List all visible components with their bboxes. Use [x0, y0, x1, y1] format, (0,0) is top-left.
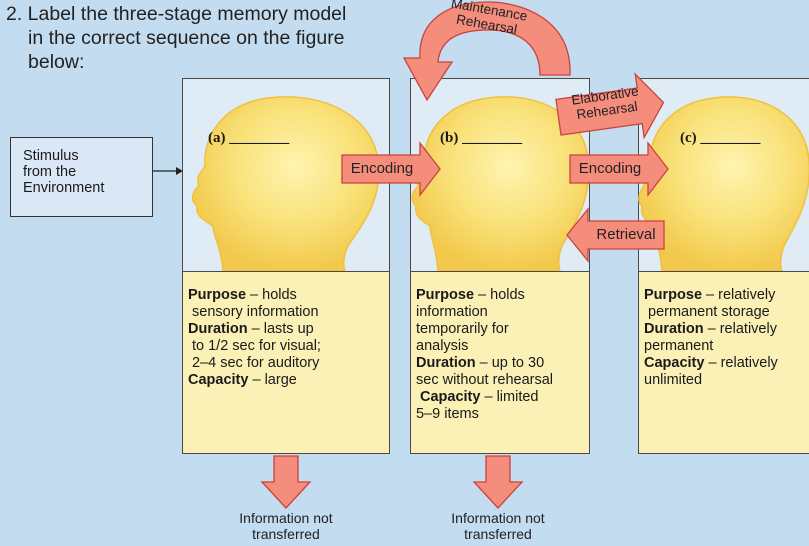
not-transferred-line: transferred: [464, 526, 532, 542]
description-line: Duration – up to 30: [416, 355, 545, 371]
stimulus-line: from the: [23, 164, 77, 180]
head-silhouette-c: [638, 96, 809, 272]
description-line: Duration – lasts up: [188, 321, 314, 337]
description-line: to 1/2 sec for visual;: [192, 338, 321, 354]
head-silhouette-a: [191, 96, 380, 272]
not-transferred-label-2: Information not transferred: [418, 510, 578, 542]
encoding-label-2: Encoding: [578, 160, 642, 177]
description-line: Purpose – holds: [416, 287, 525, 303]
stimulus-line: Environment: [23, 180, 105, 196]
description-line: permanent: [644, 338, 714, 354]
elaborative-rehearsal-arrow: [555, 72, 665, 140]
description-line: Capacity – limited: [420, 389, 539, 405]
not-transferred-line: transferred: [252, 526, 320, 542]
description-line: permanent storage: [648, 304, 770, 320]
encoding-arrow-2: [569, 141, 669, 197]
description-line: analysis: [416, 338, 469, 354]
short-term-memory-description: Purpose – holds information temporarily …: [410, 271, 590, 454]
description-line: information: [416, 304, 488, 320]
sensory-memory-description: Purpose – holds sensory information Dura…: [182, 271, 390, 454]
not-transferred-arrow-2: [472, 455, 524, 509]
not-transferred-line: Information not: [451, 510, 545, 526]
description-line: unlimited: [644, 372, 703, 388]
description-line: sensory information: [192, 304, 319, 320]
description-line: sec without rehearsal: [416, 372, 554, 388]
encoding-label-1: Encoding: [350, 160, 414, 177]
instruction-text: 2. Label the three-stage memory model in…: [6, 2, 346, 74]
not-transferred-arrow-1: [260, 455, 312, 509]
blank-label-b[interactable]: (b) ________: [440, 130, 523, 146]
instruction-line-2: in the correct sequence on the figure: [28, 27, 345, 49]
not-transferred-label-1: Information not transferred: [206, 510, 366, 542]
instruction-line-1: 2. Label the three-stage memory model: [6, 3, 347, 25]
retrieval-arrow: [566, 207, 665, 263]
blank-label-a[interactable]: (a) ________: [208, 130, 290, 146]
description-line: Purpose – holds: [188, 287, 297, 303]
retrieval-label: Retrieval: [596, 226, 656, 243]
description-line: Capacity – relatively: [644, 355, 778, 371]
stimulus-box: Stimulus from the Environment: [10, 137, 153, 217]
stimulus-line: Stimulus: [23, 148, 79, 164]
description-line: Duration – relatively: [644, 321, 777, 337]
maintenance-rehearsal-arrow: [402, 1, 571, 102]
description-line: temporarily for: [416, 321, 509, 337]
description-line: 5–9 items: [416, 406, 479, 422]
description-line: 2–4 sec for auditory: [192, 355, 320, 371]
description-line: Purpose – relatively: [644, 287, 776, 303]
blank-label-c[interactable]: (c) ________: [680, 130, 761, 146]
stimulus-arrow: [153, 167, 183, 175]
head-silhouette-b: [411, 96, 590, 272]
not-transferred-line: Information not: [239, 510, 333, 526]
instruction-line-3: below:: [28, 51, 85, 73]
encoding-arrow-1: [341, 141, 441, 197]
long-term-memory-description: Purpose – relatively permanent storage D…: [638, 271, 809, 454]
description-line: Capacity – large: [188, 372, 297, 388]
